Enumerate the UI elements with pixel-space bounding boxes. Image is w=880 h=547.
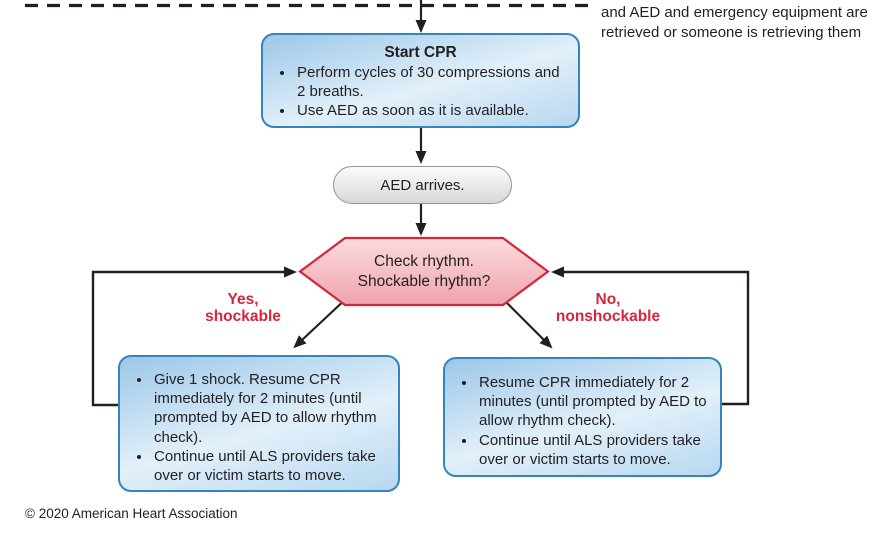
bullet-item: Resume CPR immediately for 2 minutes (un… <box>477 373 712 431</box>
check-rhythm-line: Check rhythm. <box>374 252 474 270</box>
check-rhythm-text: Check rhythm. Shockable rhythm? <box>300 240 548 303</box>
resume-cpr-box: Resume CPR immediately for 2 minutes (un… <box>443 357 722 477</box>
give-shock-bullet-list: Give 1 shock. Resume CPR immediately for… <box>120 370 398 485</box>
branch-label-line: Yes, <box>227 291 259 308</box>
branch-label-line: shockable <box>205 308 281 325</box>
loop-cpr-to-rhythm <box>551 266 750 406</box>
resume-cpr-bullet-list: Resume CPR immediately for 2 minutes (un… <box>445 373 720 469</box>
branch-label-line: nonshockable <box>555 308 661 325</box>
sidebar-annotation-note: and AED and emergency equipment are retr… <box>601 3 880 42</box>
aed-arrives-label: AED arrives. <box>380 176 465 194</box>
copyright-notice: © 2020 American Heart Association <box>25 506 238 521</box>
check-rhythm-line: Shockable rhythm? <box>357 272 491 290</box>
branch-label-nonshockable: No, nonshockable <box>538 291 678 325</box>
bullet-item: Use AED as soon as it is available. <box>295 101 570 120</box>
branch-label-shockable: Yes, shockable <box>173 291 313 325</box>
bullet-item: Continue until ALS providers take over o… <box>152 447 390 485</box>
bullet-item: Perform cycles of 30 compressions and 2 … <box>295 63 570 101</box>
loop-shock-to-rhythm <box>91 266 297 407</box>
branch-label-line: No, <box>595 291 621 308</box>
start-cpr-title: Start CPR <box>384 44 457 61</box>
note-line: and AED and emergency equipment are <box>601 4 868 21</box>
bullet-item: Continue until ALS providers take over o… <box>477 431 712 469</box>
bullet-item: Give 1 shock. Resume CPR immediately for… <box>152 370 390 447</box>
start-cpr-bullet-list: Perform cycles of 30 compressions and 2 … <box>263 63 578 121</box>
aed-arrives-pill: AED arrives. <box>333 166 512 204</box>
check-rhythm-hexagon <box>298 236 550 307</box>
note-line: retrieved or someone is retrieving them <box>601 23 862 41</box>
start-cpr-box: Start CPR Perform cycles of 30 compressi… <box>261 33 580 128</box>
arrow-rhythm-to-cpr-box <box>499 295 553 349</box>
give-shock-box: Give 1 shock. Resume CPR immediately for… <box>118 355 400 492</box>
